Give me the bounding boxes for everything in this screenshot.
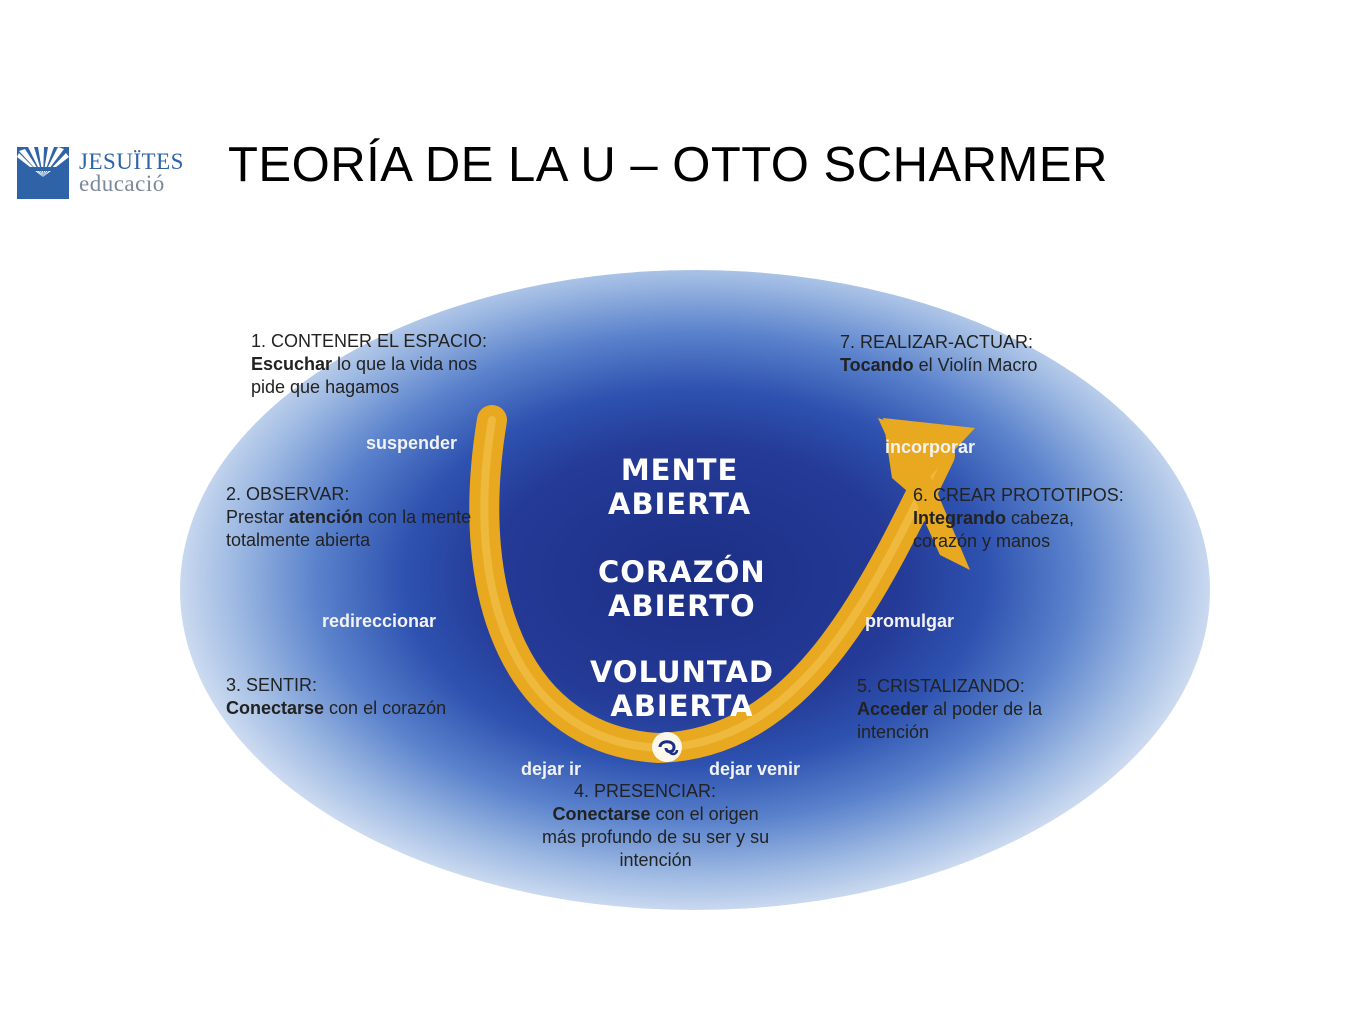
open-heart-label: CORAZÓN ABIERTO bbox=[598, 555, 766, 623]
step-4: 4. PRESENCIAR: Conectarse con el origen … bbox=[542, 781, 770, 870]
step-5: 5. CRISTALIZANDO: Acceder al poder de la… bbox=[857, 676, 1043, 742]
open-mind-label: MENTE ABIERTA bbox=[608, 453, 752, 521]
open-will-label: VOLUNTAD ABIERTA bbox=[590, 655, 774, 723]
step-7: 7. REALIZAR-ACTUAR: Tocando el Violín Ma… bbox=[840, 332, 1038, 375]
action-suspend: suspender bbox=[366, 433, 458, 453]
blue-field-background bbox=[180, 270, 1210, 910]
logo-line-1: JESUÏTES bbox=[79, 149, 184, 174]
u-theory-diagram: MENTE ABIERTA CORAZÓN ABIERTO VOLUNTAD A… bbox=[180, 270, 1210, 910]
step-6: 6. CREAR PROTOTIPOS: Integrando cabeza, … bbox=[913, 485, 1124, 551]
action-let-go: dejar ir bbox=[521, 759, 582, 779]
page-title: TEORÍA DE LA U – OTTO SCHARMER bbox=[228, 138, 1108, 192]
swirl-icon bbox=[652, 732, 682, 762]
step-2: 2. OBSERVAR: Prestar atención con la men… bbox=[226, 484, 472, 550]
jesuites-logo: JESUÏTES educació bbox=[17, 147, 187, 201]
action-let-come: dejar venir bbox=[709, 759, 801, 779]
action-redirect: redireccionar bbox=[322, 611, 437, 631]
action-embody: incorporar bbox=[885, 437, 976, 457]
sunburst-icon bbox=[17, 147, 69, 199]
step-1: 1. CONTENER EL ESPACIO: Escuchar lo que … bbox=[251, 331, 488, 397]
step-3: 3. SENTIR: Conectarse con el corazón bbox=[226, 675, 447, 718]
logo-line-2: educació bbox=[79, 171, 165, 196]
action-enact: promulgar bbox=[865, 611, 955, 631]
